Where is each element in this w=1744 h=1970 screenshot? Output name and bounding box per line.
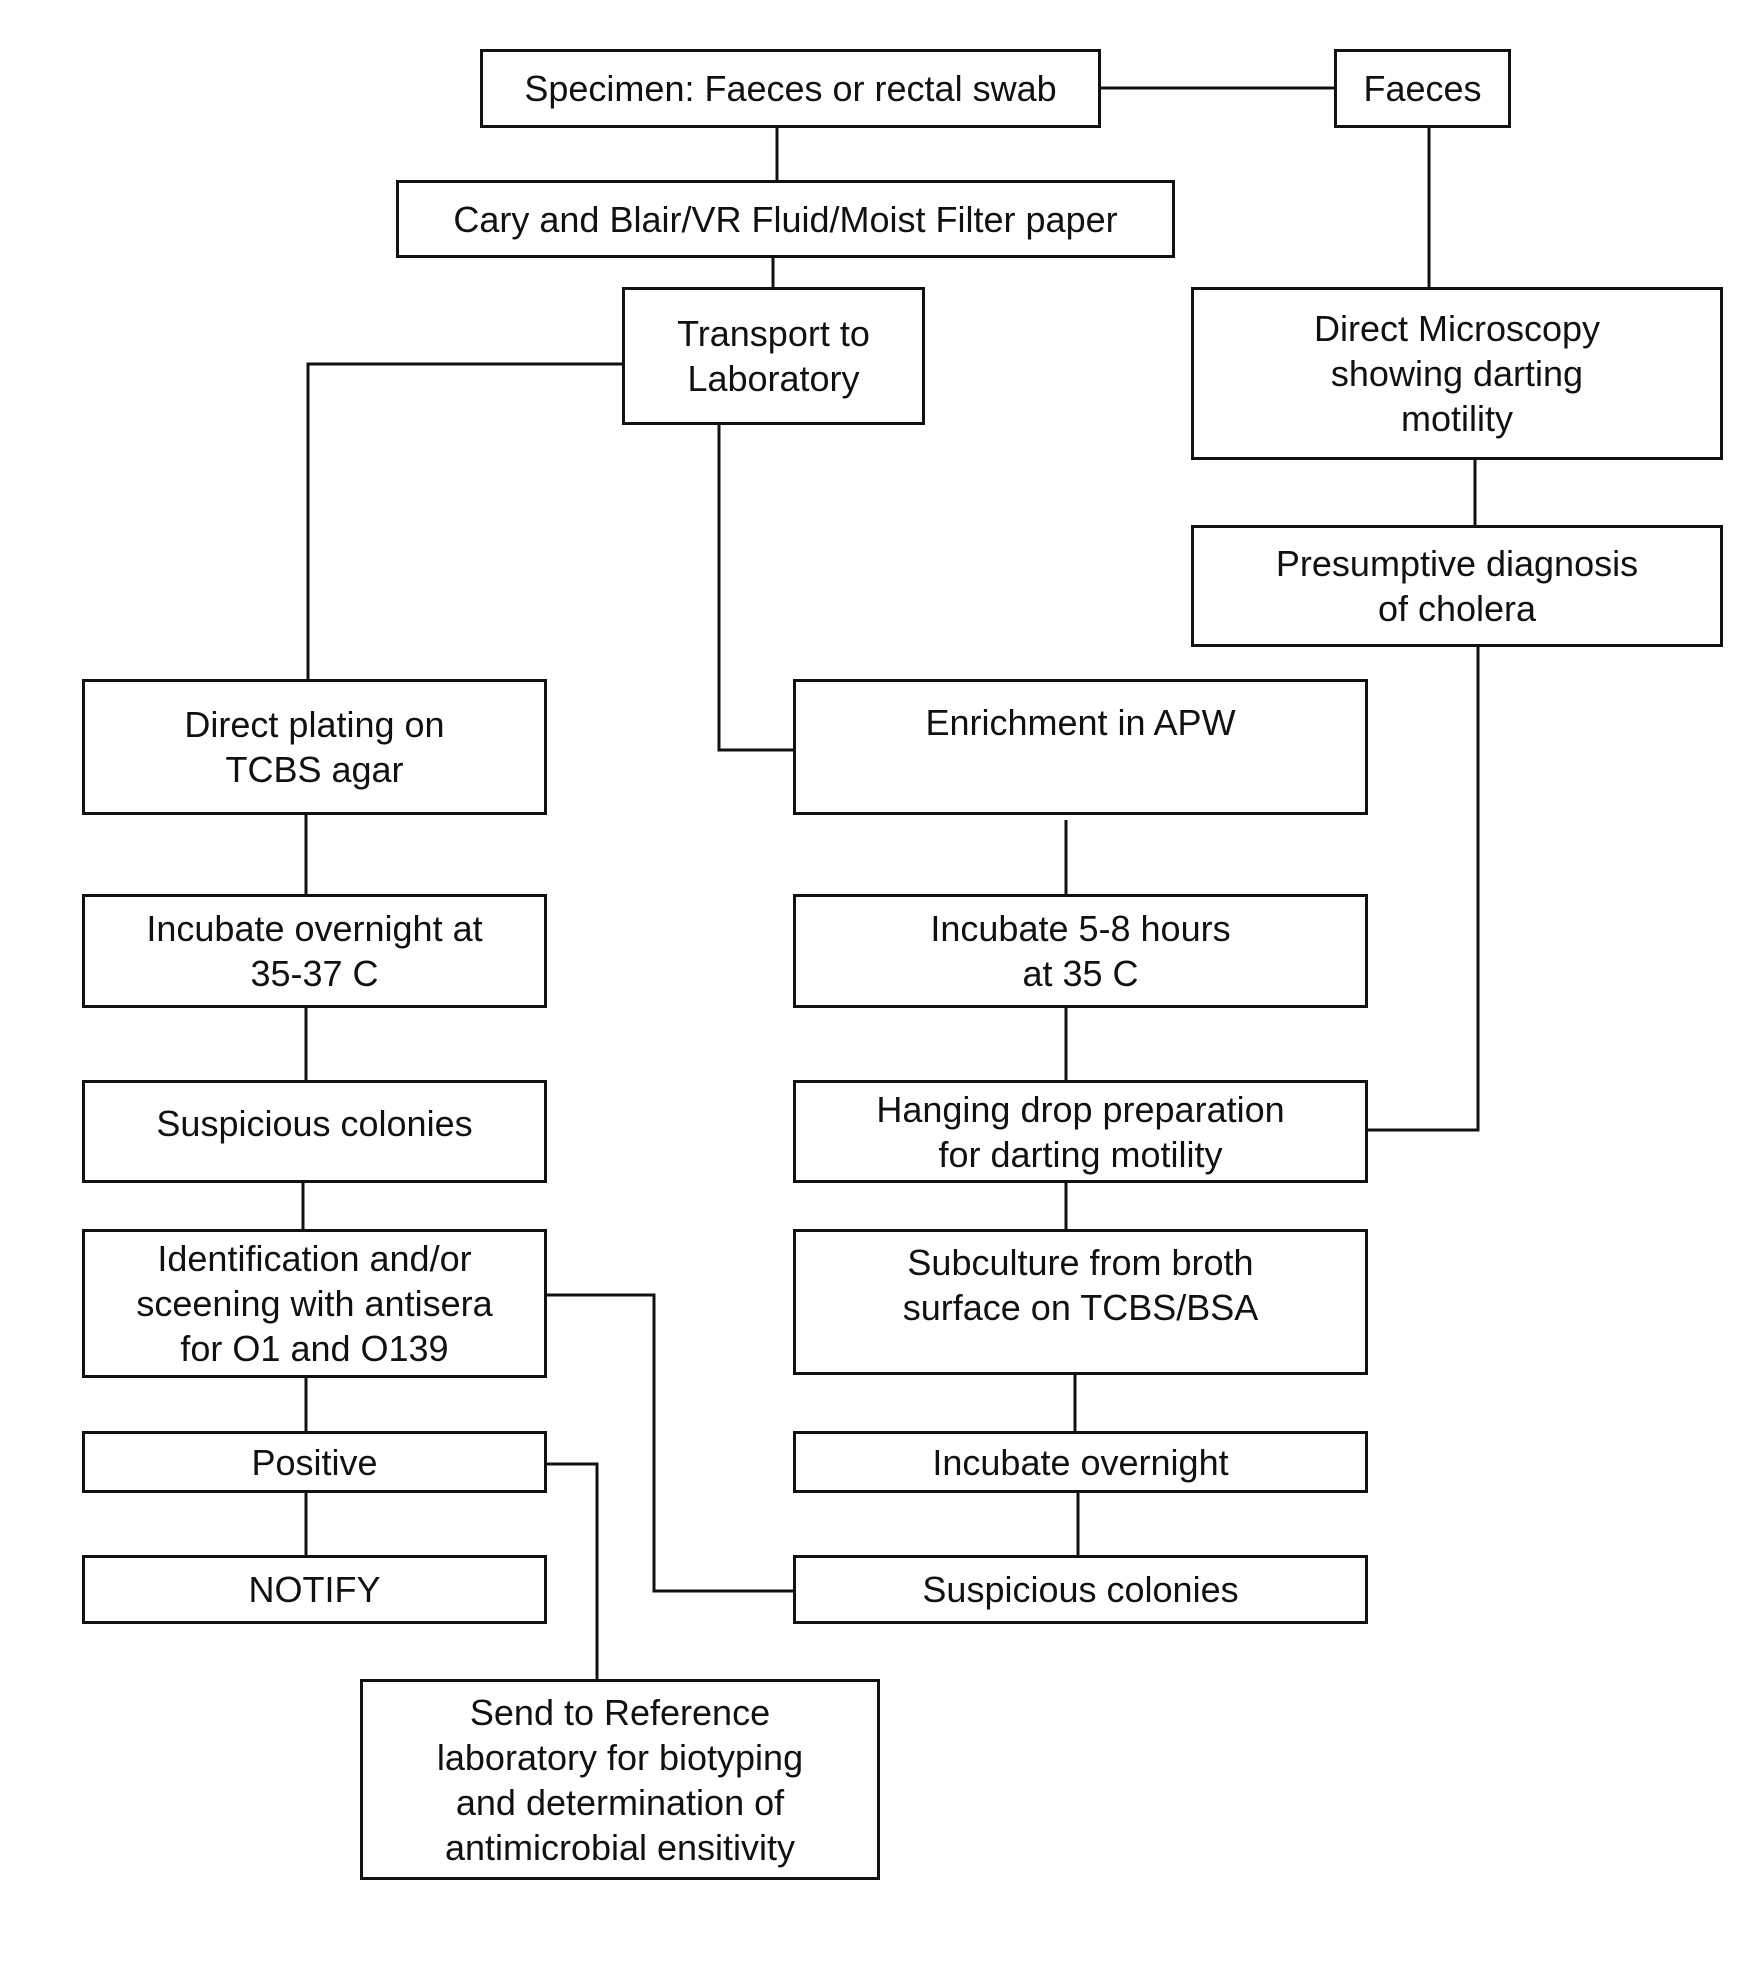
presumptive-diagnosis-box: Presumptive diagnosis of cholera [1191, 525, 1723, 647]
transport-media-label: Cary and Blair/VR Fluid/Moist Filter pap… [453, 198, 1118, 240]
direct-microscopy-label: Direct Microscopy showing darting motili… [1313, 308, 1601, 439]
subculture-label: Subculture from broth surface on TCBS/BS… [902, 1242, 1259, 1328]
incubate-overnight-temp-label: Incubate overnight at 35-37 C [146, 908, 483, 994]
connector-transport-enrichment [717, 425, 793, 752]
specimen-label: Specimen: Faeces or rectal swab [524, 68, 1057, 109]
positive-label: Positive [251, 1441, 378, 1483]
suspicious-colonies-right-box: Suspicious colonies [793, 1555, 1368, 1624]
faeces-box: Faeces [1334, 49, 1511, 128]
transport-box: Transport to Laboratory [622, 287, 925, 425]
connector-positive-reference [547, 1462, 599, 1679]
suspicious-colonies-right-label: Suspicious colonies [922, 1569, 1239, 1610]
incubate-overnight-label: Incubate overnight [932, 1441, 1229, 1483]
connector-presumptive-hangingdrop [1368, 647, 1480, 1132]
direct-microscopy-box: Direct Microscopy showing darting motili… [1191, 287, 1723, 460]
hanging-drop-box: Hanging drop preparation for darting mot… [793, 1080, 1368, 1183]
suspicious-colonies-left-box: Suspicious colonies [82, 1080, 547, 1183]
hanging-drop-label: Hanging drop preparation for darting mot… [876, 1088, 1285, 1175]
transport-media-box: Cary and Blair/VR Fluid/Moist Filter pap… [396, 180, 1175, 258]
subculture-box: Subculture from broth surface on TCBS/BS… [793, 1229, 1368, 1375]
identification-box: Identification and/or sceening with anti… [82, 1229, 547, 1378]
presumptive-diagnosis-label: Presumptive diagnosis of cholera [1275, 543, 1639, 629]
incubate-overnight-temp-box: Incubate overnight at 35-37 C [82, 894, 547, 1008]
reference-laboratory-label: Send to Reference laboratory for biotypi… [436, 1691, 804, 1868]
connector-transport-plating [306, 362, 622, 679]
direct-plating-label: Direct plating on TCBS agar [184, 704, 445, 790]
notify-label: NOTIFY [248, 1569, 381, 1610]
enrichment-box: Enrichment in APW [793, 679, 1368, 815]
incubate-hours-label: Incubate 5-8 hours at 35 C [930, 908, 1231, 994]
notify-box: NOTIFY [82, 1555, 547, 1624]
transport-label: Transport to Laboratory [677, 313, 870, 399]
faeces-label: Faeces [1363, 68, 1482, 109]
direct-plating-box: Direct plating on TCBS agar [82, 679, 547, 815]
connector-identification-suspicious-right [547, 1293, 793, 1593]
specimen-box: Specimen: Faeces or rectal swab [480, 49, 1101, 128]
reference-laboratory-box: Send to Reference laboratory for biotypi… [360, 1679, 880, 1880]
positive-box: Positive [82, 1431, 547, 1493]
identification-label: Identification and/or sceening with anti… [136, 1238, 493, 1369]
incubate-overnight-box: Incubate overnight [793, 1431, 1368, 1493]
incubate-hours-box: Incubate 5-8 hours at 35 C [793, 894, 1368, 1008]
suspicious-colonies-left-label: Suspicious colonies [156, 1103, 473, 1144]
enrichment-label: Enrichment in APW [925, 702, 1236, 743]
